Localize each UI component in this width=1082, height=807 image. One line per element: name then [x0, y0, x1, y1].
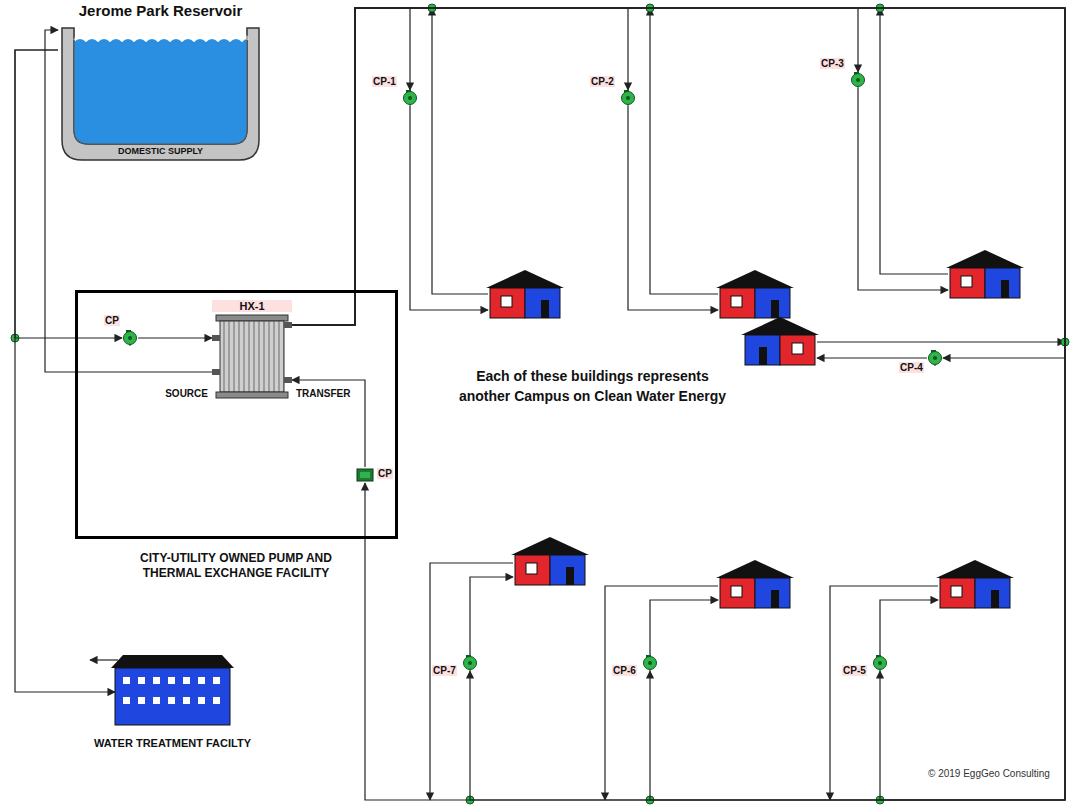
pump-icon — [122, 330, 138, 346]
node-label: DOMESTIC SUPPLY — [58, 146, 263, 156]
node-label: CP-6 — [612, 665, 637, 676]
facility-box: CPHX-1SOURCETRANSFERCPCITY-UTILITY OWNED… — [75, 290, 398, 539]
treatment-plant: WATER TREATMENT FACILTY — [115, 655, 230, 725]
campus-building — [486, 270, 564, 318]
pipe-connector — [292, 380, 365, 467]
pipe-connector — [292, 8, 628, 325]
node-label: CITY-UTILITY OWNED PUMP AND THERMAL EXCH… — [120, 551, 352, 581]
pump-icon — [850, 72, 866, 88]
campus-building — [946, 250, 1024, 298]
pump-symbol: CP-4 — [927, 350, 943, 366]
pipe — [880, 600, 938, 655]
pipe — [817, 341, 1065, 342]
pipe — [410, 106, 488, 310]
pump-symbol: CP — [357, 467, 373, 483]
heat-exchanger: HX-1SOURCETRANSFER — [212, 300, 292, 400]
annotation-note: Each of these buildings represents anoth… — [455, 366, 730, 406]
pipe — [817, 357, 927, 358]
boxpump-icon — [357, 467, 373, 483]
hx-icon — [212, 300, 292, 400]
res-icon — [58, 2, 263, 162]
pump-icon — [642, 655, 658, 671]
pipe-connector — [292, 8, 410, 325]
pump-symbol: CP-3 — [850, 72, 866, 88]
plant-icon — [115, 655, 230, 725]
pipe — [880, 8, 948, 274]
campus-building — [741, 317, 819, 365]
pump-symbol: CP — [122, 330, 138, 346]
node-label: HX-1 — [212, 300, 292, 312]
pump-icon — [872, 655, 888, 671]
node-label: CP-2 — [590, 76, 615, 87]
node-label: CP-4 — [899, 362, 924, 373]
node-label: CP-7 — [432, 665, 457, 676]
pump-symbol: CP-5 — [872, 655, 888, 671]
node-label: CP — [104, 315, 120, 326]
node-label: CP-5 — [842, 665, 867, 676]
campus-building — [716, 560, 794, 608]
reservoir: Jerome Park ReservoirDOMESTIC SUPPLY — [58, 2, 263, 162]
pipe-connector — [292, 8, 1065, 800]
pipe — [858, 88, 948, 290]
pipe — [432, 8, 488, 294]
pipe — [430, 563, 513, 800]
pipe — [650, 8, 718, 294]
pipe-connector — [292, 8, 1065, 800]
pipe — [628, 106, 718, 310]
pipe — [90, 659, 118, 660]
pipe-connector — [138, 337, 212, 338]
pipe-connector — [292, 8, 1065, 800]
pump-symbol: CP-2 — [620, 90, 636, 106]
pipe — [830, 586, 938, 800]
pump-icon — [402, 90, 418, 106]
copyright-note: © 2019 EggGeo Consulting — [928, 768, 1050, 779]
pipe — [650, 600, 718, 655]
campus-building — [716, 270, 794, 318]
pipe-connector — [292, 8, 1065, 800]
node-label: CP-1 — [372, 76, 397, 87]
node-label: TRANSFER — [296, 388, 350, 399]
pump-symbol: CP-1 — [402, 90, 418, 106]
pump-icon — [620, 90, 636, 106]
pump-icon — [462, 655, 478, 671]
pump-symbol: CP-6 — [642, 655, 658, 671]
campus-building — [511, 537, 589, 585]
campus-building — [936, 560, 1014, 608]
node-label: SOURCE — [148, 388, 208, 399]
pipe — [605, 586, 718, 800]
pump-symbol: CP-7 — [462, 655, 478, 671]
pipe — [470, 577, 513, 655]
pipe-connector — [292, 8, 858, 325]
node-label: CP-3 — [820, 58, 845, 69]
pipe-connector — [292, 8, 1065, 358]
pump-icon — [927, 350, 943, 366]
node-label: CP — [377, 468, 393, 479]
node-label: WATER TREATMENT FACILTY — [70, 737, 275, 749]
node-label: Jerome Park Reservoir — [58, 2, 263, 19]
